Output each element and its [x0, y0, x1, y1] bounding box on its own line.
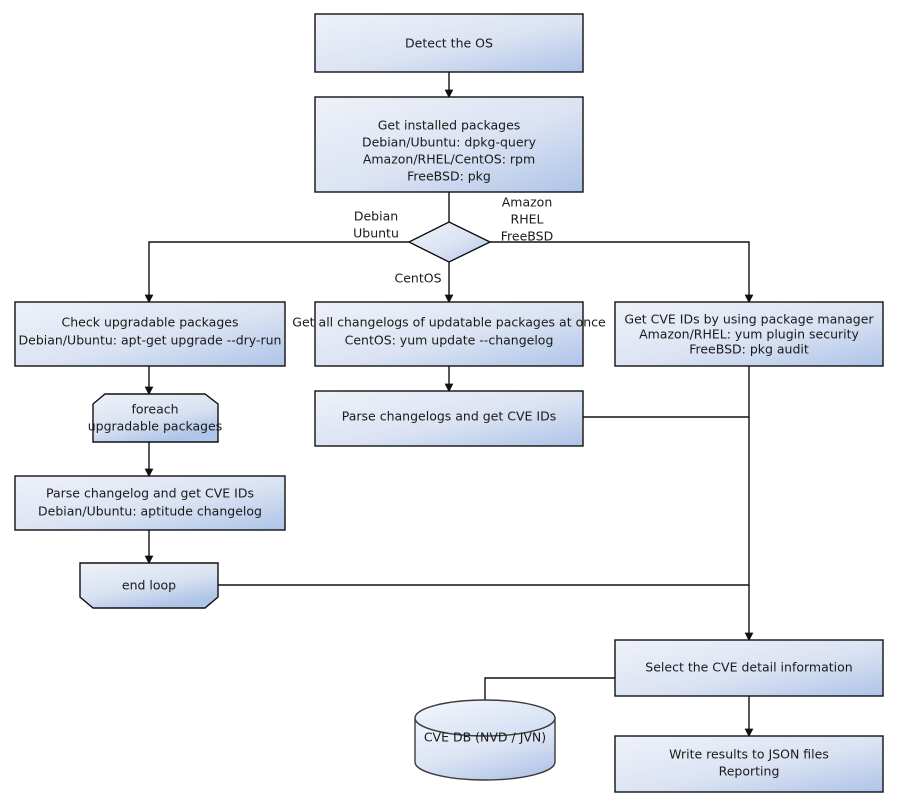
node-check-upgradable-line2: Debian/Ubuntu: apt-get upgrade --dry-run — [19, 333, 282, 348]
node-parse-changelogs-plural-label: Parse changelogs and get CVE IDs — [342, 409, 556, 424]
edge-label-rhel-line1: Amazon — [502, 195, 553, 210]
node-get-cve-ids-line2: Amazon/RHEL: yum plugin security — [639, 327, 859, 342]
edge-decision-to-check-upgradable — [144, 241, 409, 304]
edge-label-debian-ubuntu: Debian Ubuntu — [353, 209, 399, 241]
node-parse-changelog-single-line2: Debian/Ubuntu: aptitude changelog — [38, 504, 262, 519]
node-get-installed-packages-line4: FreeBSD: pkg — [407, 169, 491, 184]
node-get-all-changelogs-line1: Get all changelogs of updatable packages… — [292, 315, 606, 330]
node-get-installed-packages-line1: Get installed packages — [378, 118, 521, 133]
node-parse-changelog-single[interactable]: Parse changelog and get CVE IDs Debian/U… — [14, 475, 286, 531]
node-foreach-loop-start[interactable]: foreach upgradable packages — [88, 393, 223, 443]
node-os-decision-diamond[interactable] — [407, 221, 492, 263]
node-parse-changelog-single-line1: Parse changelog and get CVE IDs — [46, 486, 254, 501]
node-get-installed-packages-line3: Amazon/RHEL/CentOS: rpm — [363, 152, 535, 167]
node-select-cve-detail[interactable]: Select the CVE detail information — [614, 639, 884, 697]
node-select-cve-detail-label: Select the CVE detail information — [645, 660, 852, 675]
edge-decision-to-get-cve-pkgmgr — [490, 241, 754, 304]
node-get-cve-ids-line3: FreeBSD: pkg audit — [689, 342, 809, 357]
edge-label-centos-line1: CentOS — [394, 271, 441, 286]
edge-label-rhel-line3: FreeBSD — [501, 229, 553, 244]
node-check-upgradable-line1: Check upgradable packages — [62, 315, 239, 330]
node-detect-the-os-label: Detect the OS — [405, 36, 493, 51]
edge-label-amazon-rhel-freebsd: Amazon RHEL FreeBSD — [501, 195, 553, 244]
edge-label-rhel-line2: RHEL — [511, 212, 544, 227]
node-foreach-line1: foreach — [131, 402, 178, 417]
node-get-all-changelogs[interactable]: Get all changelogs of updatable packages… — [292, 301, 606, 367]
edge-label-centos: CentOS — [394, 271, 441, 286]
edge-label-debian-line2: Ubuntu — [353, 226, 399, 241]
node-cve-database[interactable]: CVE DB (NVD / JVN) — [414, 699, 556, 781]
node-foreach-line2: upgradable packages — [88, 419, 223, 434]
node-write-results[interactable]: Write results to JSON files Reporting — [614, 735, 884, 793]
node-get-installed-packages-line2: Debian/Ubuntu: dpkg-query — [362, 135, 537, 150]
node-check-upgradable-packages[interactable]: Check upgradable packages Debian/Ubuntu:… — [14, 301, 286, 367]
node-get-all-changelogs-line2: CentOS: yum update --changelog — [345, 333, 554, 348]
node-end-loop[interactable]: end loop — [79, 562, 219, 609]
node-cve-database-label: CVE DB (NVD / JVN) — [424, 730, 546, 745]
node-parse-changelogs-plural[interactable]: Parse changelogs and get CVE IDs — [314, 390, 584, 447]
node-get-installed-packages[interactable]: Get installed packages Debian/Ubuntu: dp… — [314, 96, 584, 193]
node-get-cve-ids-line1: Get CVE IDs by using package manager — [624, 312, 874, 327]
edge-label-debian-line1: Debian — [354, 209, 398, 224]
node-detect-the-os[interactable]: Detect the OS — [314, 13, 584, 73]
node-write-results-line2: Reporting — [719, 764, 780, 779]
node-write-results-line1: Write results to JSON files — [669, 747, 829, 762]
node-end-loop-label: end loop — [122, 578, 176, 593]
node-get-cve-ids-package-manager[interactable]: Get CVE IDs by using package manager Ama… — [614, 301, 884, 367]
